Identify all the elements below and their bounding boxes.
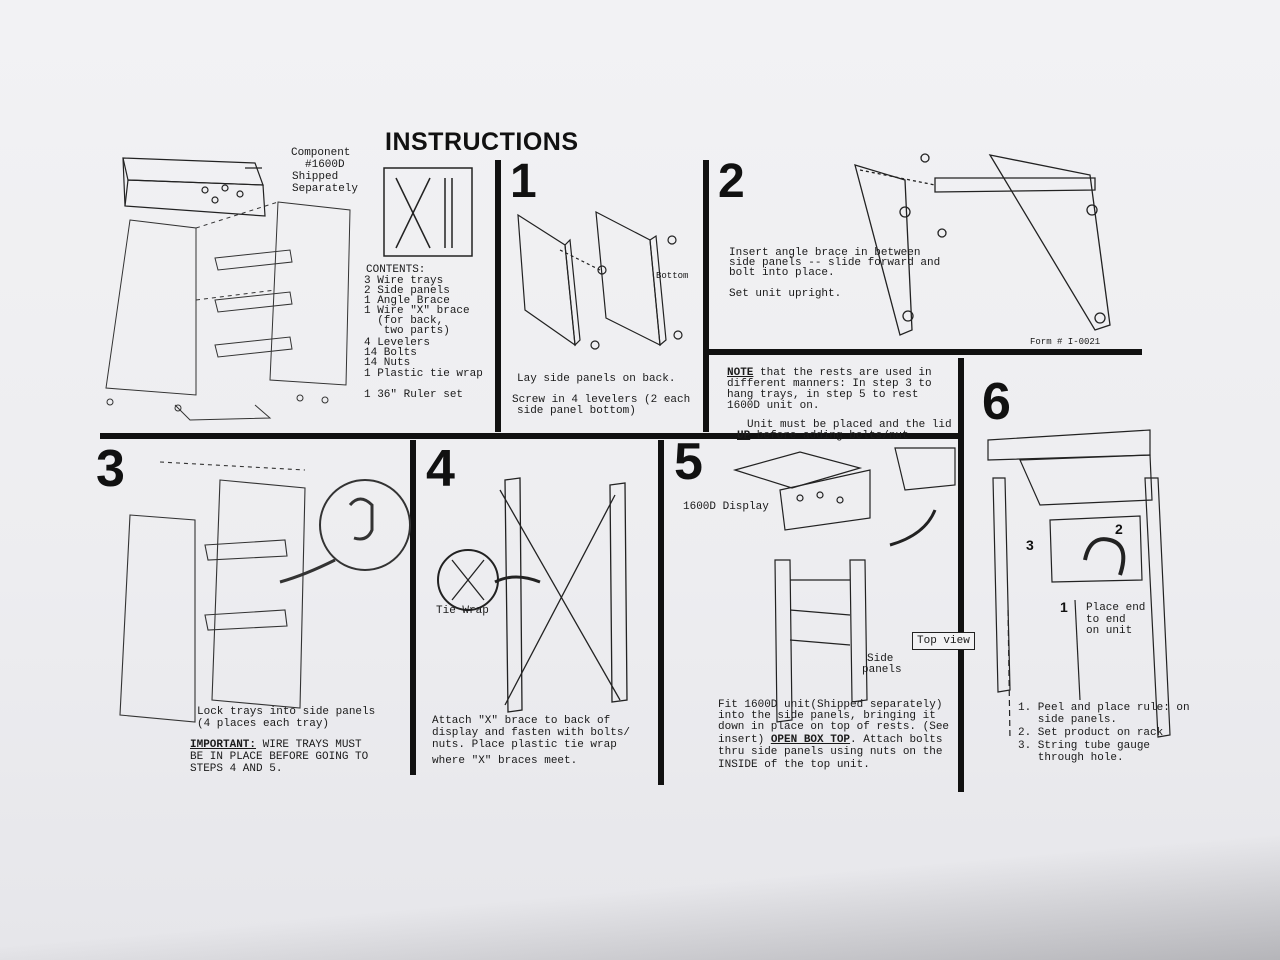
step-3-text-2: (4 places each tray): [197, 718, 330, 730]
place-end-1: Place end: [1086, 602, 1146, 614]
contents-item: 2 Side panels: [364, 285, 450, 297]
callout-2: 2: [1115, 521, 1123, 537]
step-2-number: 2: [718, 155, 745, 208]
important-word: IMPORTANT:: [190, 739, 257, 751]
step-5-text-4: insert) OPEN BOX TOP. Attach bolts: [718, 735, 942, 746]
step-6-list-1: 1. Peel and place rule: on: [1018, 702, 1190, 714]
component-label-2: #1600D: [305, 159, 345, 171]
step-4-text-2: display and fasten with bolts/: [432, 727, 631, 739]
step-6-list-2: side panels.: [1018, 714, 1118, 726]
contents-item: 1 Plastic tie wrap: [364, 368, 483, 380]
step3-panels-drawing: [119, 461, 411, 723]
unit-exploded-drawing: [105, 201, 351, 421]
step-6-number: 6: [982, 373, 1011, 431]
step-5-text-6: INSIDE of the top unit.: [718, 759, 870, 771]
callout-3: 3: [1026, 537, 1034, 553]
step-3-number: 3: [96, 440, 125, 498]
tie-wrap-label: Tie Wrap: [436, 605, 489, 617]
form-number: Form # I-0021: [1030, 337, 1101, 347]
contents-item: two parts): [364, 325, 450, 337]
component-box-drawing: [122, 157, 266, 217]
step-2-text-1: Insert angle brace in between: [729, 247, 921, 259]
place-end-2: to end: [1086, 614, 1126, 626]
step-6-list-5: through hole.: [1018, 752, 1124, 764]
step5-display-drawing: [732, 447, 956, 723]
note-text-3: hang trays, in step 5 to rest: [727, 389, 919, 401]
step-3-text-1: Lock trays into side panels: [197, 706, 376, 718]
step-1-text-1: Lay side panels on back.: [517, 373, 676, 385]
contents-item: 3 Wire trays: [364, 275, 444, 287]
note-text-4: 1600D unit on.: [727, 400, 820, 412]
note-rest: that the rests are used in: [753, 367, 932, 379]
contents-heading: CONTENTS:: [366, 264, 426, 276]
page-title: INSTRUCTIONS: [385, 128, 579, 156]
step-6-list-3: 2. Set product on rack: [1018, 727, 1164, 739]
top-view-label: Top view: [912, 632, 975, 650]
step-1-text-3: side panel bottom): [517, 405, 636, 417]
step-1-text-2: Screw in 4 levelers (2 each: [512, 394, 691, 406]
step-3-important-2: BE IN PLACE BEFORE GOING TO: [190, 751, 369, 763]
x-brace-sketch: [383, 167, 473, 257]
note-text-2: different manners: In step 3 to: [727, 378, 932, 390]
display-label: 1600D Display: [683, 501, 769, 513]
note-text-6: UP before adding bolts/nut: [737, 431, 909, 442]
contents-item: 1 36" Ruler set: [364, 389, 464, 401]
step-3-important-3: STEPS 4 AND 5.: [190, 763, 283, 775]
open-box-top: OPEN BOX TOP: [770, 734, 851, 746]
attach-bolts: . Attach bolts: [850, 734, 943, 746]
contents-item: 14 Nuts: [364, 357, 411, 369]
important-rest: WIRE TRAYS MUST: [256, 739, 362, 751]
step-2-text-2: side panels -- slide forward and: [729, 257, 941, 269]
note-rest-6: before adding bolts/nut: [750, 430, 909, 442]
place-end-3: on unit: [1086, 625, 1133, 637]
step-5-text-5: thru side panels using nuts on the: [718, 746, 943, 758]
callout-1: 1: [1060, 599, 1068, 615]
step-5-number: 5: [674, 433, 703, 491]
contents-item: 14 Bolts: [364, 347, 417, 359]
contents-item: 4 Levelers: [364, 337, 431, 349]
step-5-text-2: into the side panels, bringing it: [718, 710, 936, 722]
note-word: NOTE: [727, 367, 754, 379]
step2-frame-drawing: [854, 153, 1111, 336]
note-text-1: NOTE that the rests are used in: [727, 368, 932, 379]
step-4-text-1: Attach "X" brace to back of: [432, 715, 611, 727]
component-label-1: Component: [291, 147, 351, 159]
step-3-important-1: IMPORTANT: WIRE TRAYS MUST: [190, 740, 362, 751]
step-1-number: 1: [510, 155, 537, 208]
step-5-text-1: Fit 1600D unit(Shipped separately): [718, 699, 943, 711]
panels-label: panels: [862, 664, 902, 676]
step-5-text-3: down in place on top of rests. (See: [718, 721, 950, 733]
step-2-text-3: bolt into place.: [729, 267, 835, 279]
step-1-bottom-label: Bottom: [656, 271, 689, 281]
note-text-5: Unit must be placed and the lid: [747, 419, 952, 431]
step6-unit-drawing: [987, 429, 1171, 741]
insert-word: insert): [718, 734, 771, 746]
contents-item: 1 Wire "X" brace: [364, 305, 470, 317]
step-2-text-upright: Set unit upright.: [729, 288, 842, 300]
step4-brace-drawing: [437, 477, 628, 713]
contents-item: (for back,: [364, 315, 444, 327]
contents-item: 1 Angle Brace: [364, 295, 450, 307]
step-4-text-3: nuts. Place plastic tie wrap: [432, 739, 617, 751]
step-4-number: 4: [426, 440, 455, 498]
step-4-text-4: where "X" braces meet.: [432, 755, 578, 767]
sheet-shadow: [0, 790, 1280, 960]
component-label-3: Shipped: [292, 171, 339, 183]
component-label-4: Separately: [292, 183, 359, 195]
step-6-list-4: 3. String tube gauge: [1018, 740, 1151, 752]
step1-panels-drawing: [517, 210, 683, 350]
side-label: Side: [867, 653, 894, 665]
up-word: UP: [737, 430, 751, 442]
